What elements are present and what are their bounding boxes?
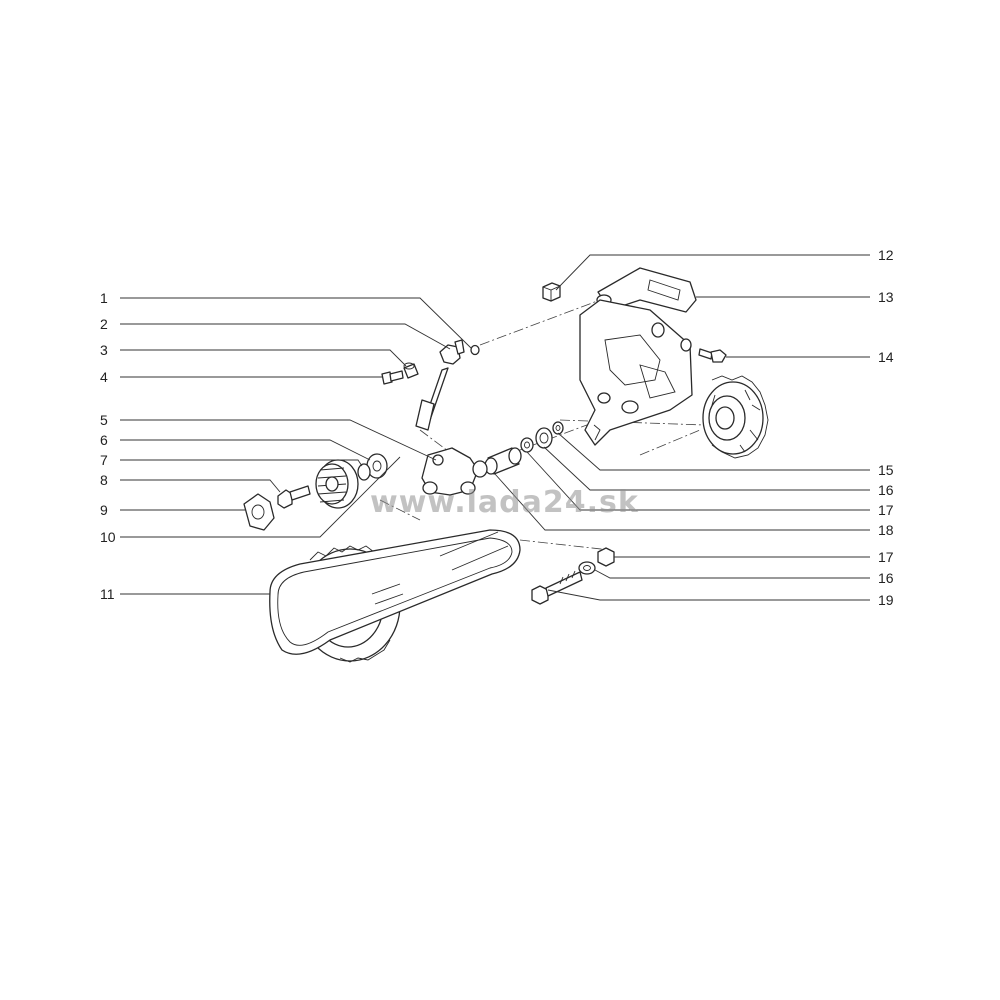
callouts-left: 1 2 3 4 5 6 7 8 9 10 11 [100, 290, 116, 602]
callout-13: 13 [878, 289, 894, 305]
callout-5: 5 [100, 412, 108, 428]
callout-10: 10 [100, 529, 116, 545]
part-adjuster-rod [415, 339, 465, 431]
part-cap-9 [243, 493, 275, 531]
part-bolt-19 [531, 570, 583, 605]
part-bushing-16b [578, 561, 596, 575]
callout-7: 7 [100, 452, 108, 468]
part-bolt-14 [698, 348, 727, 363]
callouts-right: 12 13 14 15 16 17 18 17 16 19 [878, 247, 894, 608]
callout-14: 14 [878, 349, 894, 365]
callout-9: 9 [100, 502, 108, 518]
part-belt-11 [269, 529, 521, 655]
callout-3: 3 [100, 342, 108, 358]
callout-12: 12 [878, 247, 894, 263]
callout-17-lower: 17 [878, 549, 894, 565]
callout-17-upper: 17 [878, 502, 894, 518]
callout-6: 6 [100, 432, 108, 448]
part-bush-7 [357, 463, 371, 481]
callout-18: 18 [878, 522, 894, 538]
part-bolt-8 [277, 485, 311, 509]
part-bolt-4 [381, 370, 404, 385]
part-nut-17 [597, 547, 615, 567]
part-washer-15 [552, 421, 564, 435]
callout-1: 1 [100, 290, 108, 306]
part-alternator [702, 375, 769, 459]
part-pulley-10 [315, 459, 359, 509]
callout-19: 19 [878, 592, 894, 608]
callout-4: 4 [100, 369, 108, 385]
part-nut-12 [542, 282, 561, 302]
callout-11: 11 [100, 586, 115, 602]
part-mounting-bracket [579, 299, 693, 446]
part-spacer-18 [484, 447, 522, 475]
part-bushing-16 [535, 427, 553, 449]
part-washer-17 [520, 437, 534, 453]
callout-15: 15 [878, 462, 894, 478]
part-washer-1 [470, 344, 480, 356]
callout-8: 8 [100, 472, 108, 488]
callout-16-lower: 16 [878, 570, 894, 586]
callout-2: 2 [100, 316, 108, 332]
part-sleeve-3 [403, 362, 419, 379]
callout-16-upper: 16 [878, 482, 894, 498]
leader-lines [120, 254, 870, 601]
watermark: www.lada24.sk [370, 485, 639, 520]
